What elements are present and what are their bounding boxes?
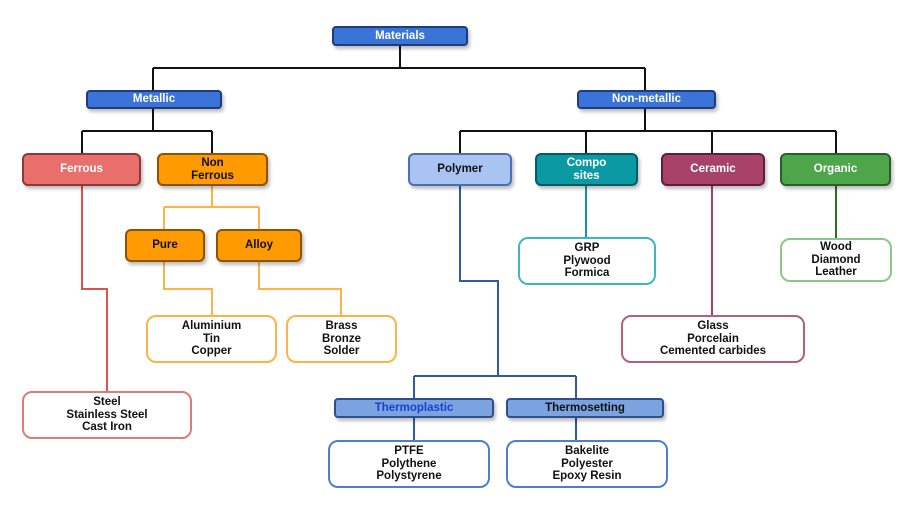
node-pure: Pure bbox=[125, 229, 205, 262]
node-thermoplastic: Thermoplastic bbox=[334, 398, 494, 418]
node-organic: Organic bbox=[780, 153, 891, 186]
node-ceramic: Ceramic bbox=[661, 153, 765, 186]
polymer-connectors bbox=[413, 186, 577, 440]
node-non-metallic: Non-metallic bbox=[577, 90, 716, 109]
node-polymer: Polymer bbox=[408, 153, 512, 186]
ferrous-connector bbox=[81, 186, 108, 391]
leaf-alloy-examples: Brass Bronze Solder bbox=[286, 315, 397, 363]
non-ferrous-connectors bbox=[163, 186, 342, 315]
leaf-thermoplastic-examples: PTFE Polythene Polystyrene bbox=[328, 440, 490, 488]
leaf-composite-examples: GRP Plywood Formica bbox=[518, 237, 656, 285]
leaf-thermosetting-examples: Bakelite Polyester Epoxy Resin bbox=[506, 440, 668, 488]
node-metallic: Metallic bbox=[86, 90, 222, 109]
node-thermosetting: Thermosetting bbox=[506, 398, 664, 418]
node-materials: Materials bbox=[332, 26, 468, 46]
leaf-pure-examples: Aluminium Tin Copper bbox=[146, 315, 277, 363]
leaf-ceramic-examples: Glass Porcelain Cemented carbides bbox=[621, 315, 805, 363]
node-ferrous: Ferrous bbox=[22, 153, 141, 186]
node-alloy: Alloy bbox=[216, 229, 302, 262]
leaf-organic-examples: Wood Diamond Leather bbox=[780, 238, 892, 282]
top-connectors bbox=[81, 46, 837, 153]
node-non-ferrous: Non Ferrous bbox=[157, 153, 268, 186]
leaf-ferrous-examples: Steel Stainless Steel Cast Iron bbox=[22, 391, 192, 439]
node-composites: Compo sites bbox=[535, 153, 638, 186]
